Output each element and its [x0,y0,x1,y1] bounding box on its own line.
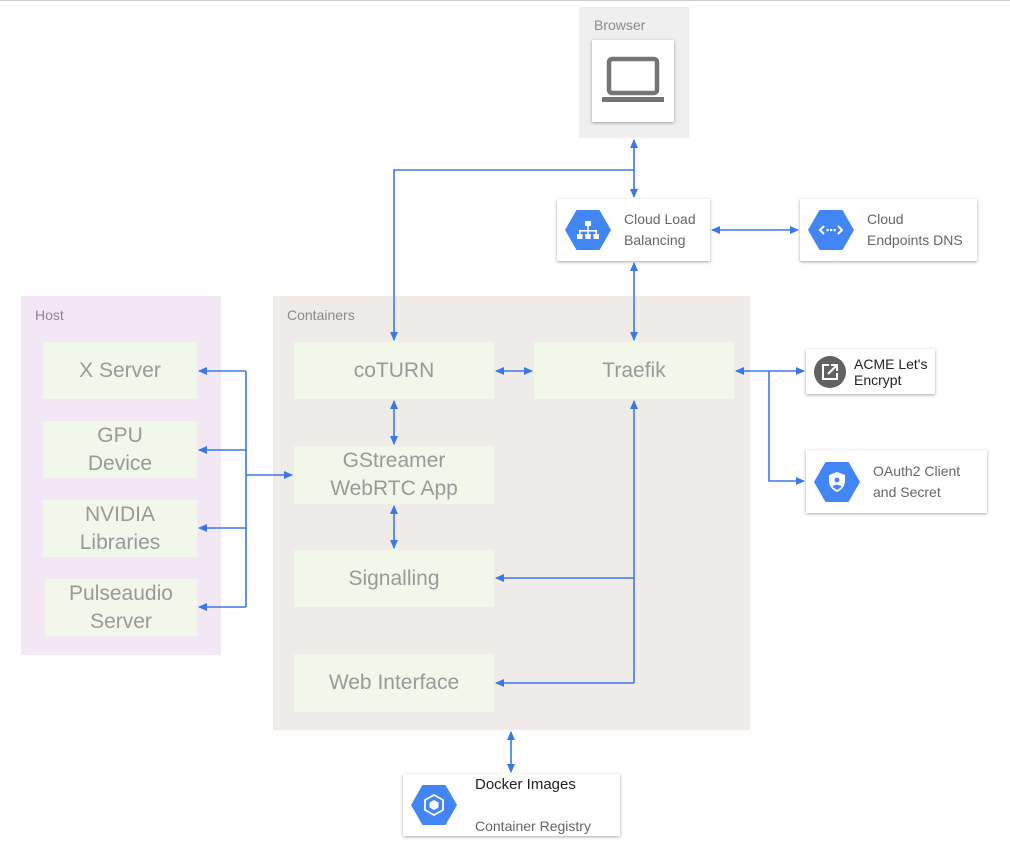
oauth2-label: OAuth2 Client and Secret [873,462,961,500]
docker-images-text: Docker Images Container Registry [475,753,591,858]
signalling-node: Signalling [294,550,494,607]
gstreamer-webrtc-node: GStreamer WebRTC App [294,446,494,504]
endpoints-icon [808,210,854,250]
browser-group: Browser [579,7,689,138]
docker-images-title: Docker Images [475,775,576,793]
load-balancing-icon [565,210,611,250]
host-group-label: Host [35,307,64,323]
web-interface-node: Web Interface [294,654,494,712]
traefik-oauth2-arrow [768,371,805,485]
top-divider [0,0,1010,1]
cloud-load-balancing-card: Cloud Load Balancing [557,199,710,261]
cloud-endpoints-card: Cloud Endpoints DNS [800,199,977,261]
oauth2-card: OAuth2 Client and Secret [806,450,987,513]
nvidia-libraries-node: NVIDIA Libraries [43,500,197,557]
cloud-load-balancing-label: Cloud Load Balancing [624,211,696,248]
gpu-device-node: GPU Device [43,421,197,478]
coturn-node: coTURN [294,342,494,399]
container-registry-icon [411,785,457,825]
acme-label: ACME Let's Encrypt [854,355,928,388]
x-server-node: X Server [43,342,197,399]
laptop-icon [602,56,664,102]
shield-icon [814,461,860,502]
containers-group-label: Containers [287,307,355,323]
acme-letsencrypt-card: ACME Let's Encrypt [806,349,935,394]
external-link-icon [814,355,846,388]
browser-group-label: Browser [594,17,646,33]
docker-images-subtitle: Container Registry [475,817,591,834]
docker-images-card: Docker Images Container Registry [403,774,620,836]
cloud-endpoints-label: Cloud Endpoints DNS [867,211,963,248]
traefik-node: Traefik [534,342,734,399]
browser-node [592,40,674,122]
pulseaudio-server-node: Pulseaudio Server [45,579,197,636]
